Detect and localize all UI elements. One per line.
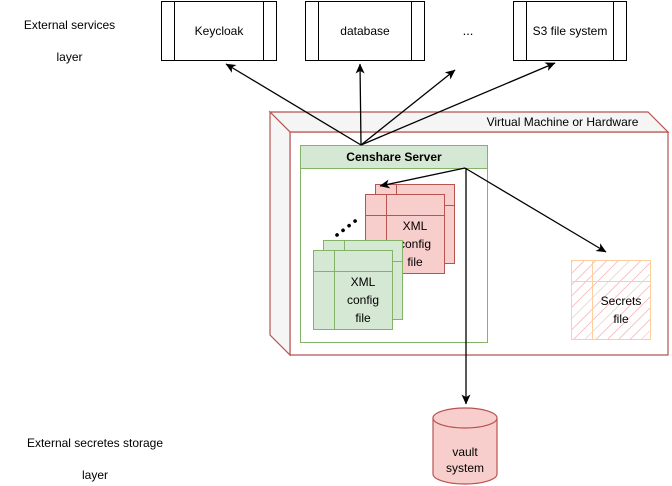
xml-config-file-green-front: XML config file [313, 250, 393, 330]
secrets-file-box: Secrets file [571, 260, 651, 340]
table-column-divider [386, 195, 387, 273]
process-bar-right [263, 2, 264, 60]
external-services-layer-label: External services layer [12, 17, 127, 65]
table-row-divider [572, 281, 650, 282]
secrets-file-label: Secrets file [600, 294, 642, 326]
service-box-database: database [305, 1, 425, 61]
external-secrets-storage-layer-label: External secretes storage layer [15, 435, 175, 483]
external-secrets-storage-line2: layer [81, 468, 108, 482]
process-bar-right [411, 2, 412, 60]
vault-system-label: vault system [445, 445, 484, 475]
xml-config-file-red-label: XML config file [398, 219, 432, 269]
external-secrets-storage-line1: External secretes storage [26, 436, 164, 450]
table-row-divider [314, 271, 392, 272]
process-bar-left [318, 2, 319, 60]
services-ellipsis-label: ... [462, 23, 474, 38]
censhare-server-header: Censhare Server [301, 146, 487, 169]
external-services-layer-line2: layer [56, 50, 83, 64]
table-column-divider [592, 261, 593, 339]
service-box-keycloak: Keycloak [161, 1, 277, 61]
vault-cylinder [432, 407, 498, 485]
process-bar-left [526, 2, 527, 60]
service-box-s3: S3 file system [513, 1, 627, 61]
xml-config-file-green-label: XML config file [346, 275, 380, 325]
vault-cylinder-body [432, 418, 498, 485]
vm-box-label: Virtual Machine or Hardware [486, 115, 639, 129]
service-box-s3-label: S3 file system [532, 24, 608, 38]
external-services-layer-line1: External services [23, 18, 116, 32]
table-column-divider [334, 251, 335, 329]
process-bar-right [613, 2, 614, 60]
vault-cylinder-top [432, 407, 498, 429]
process-bar-left [174, 2, 175, 60]
service-box-database-label: database [340, 24, 390, 38]
service-box-keycloak-label: Keycloak [194, 24, 244, 38]
table-row-divider [366, 215, 444, 216]
